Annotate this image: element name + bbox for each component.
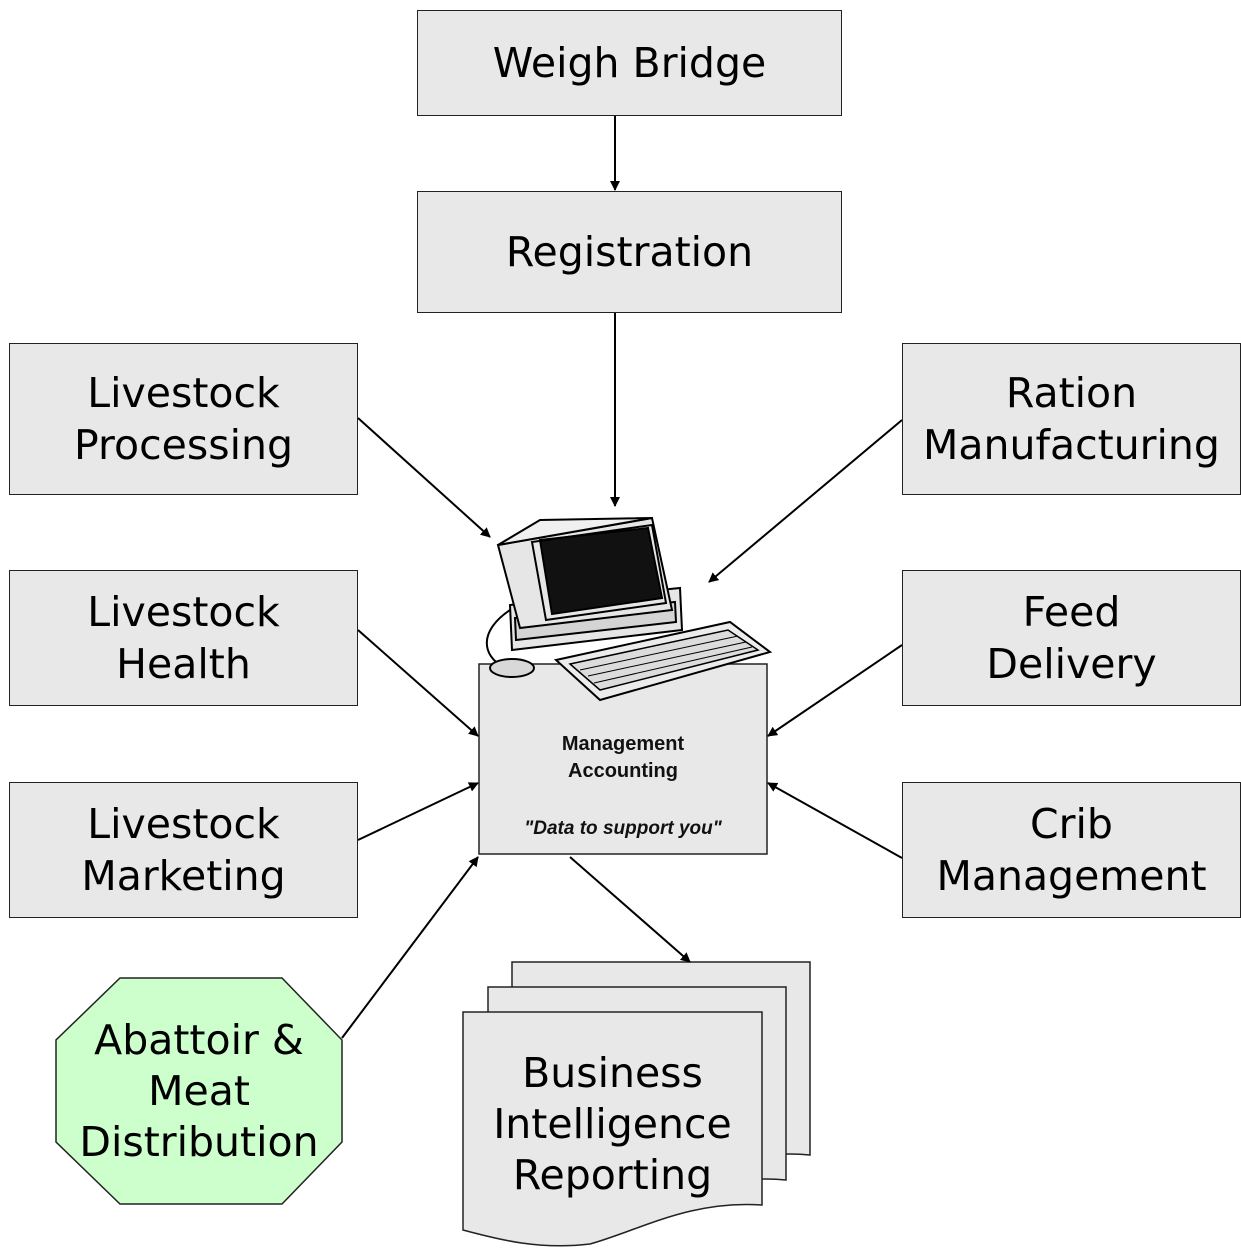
arrow-health-to-center <box>357 629 479 737</box>
management-accounting-tagline: "Data to support you" <box>524 818 722 839</box>
livestock-marketing-box: Livestock Marketing <box>9 782 358 918</box>
abattoir-octagon <box>55 977 343 1205</box>
feed-delivery-box: Feed Delivery <box>902 570 1241 706</box>
connector-arrows <box>341 116 903 1039</box>
arrow-center-to-reports <box>569 856 691 963</box>
registration-box: Registration <box>417 191 842 313</box>
management-accounting-title: Management Accounting <box>561 733 685 782</box>
business-intelligence-doc <box>462 1011 763 1247</box>
business-intelligence-doc-stack <box>462 961 811 1247</box>
abattoir-label: Abattoir & Meat Distribution <box>79 1016 319 1166</box>
livestock-processing-box: Livestock Processing <box>9 343 358 495</box>
arrow-crib-to-center <box>767 782 903 859</box>
arrow-marketing-to-center <box>357 782 479 841</box>
arrow-ration-to-center <box>708 419 903 583</box>
computer-icon <box>485 516 773 702</box>
livestock-health-box: Livestock Health <box>9 570 358 706</box>
business-intelligence-label: Business Intelligence Reporting <box>493 1049 732 1199</box>
ration-manufacturing-box: Ration Manufacturing <box>902 343 1241 495</box>
weigh-bridge-box: Weigh Bridge <box>417 10 842 116</box>
arrow-abattoir-to-center <box>341 856 479 1039</box>
arrow-processing-to-center <box>357 417 491 538</box>
crib-management-box: Crib Management <box>902 782 1241 918</box>
management-accounting-box <box>478 663 768 855</box>
arrow-feed-to-center <box>767 644 903 737</box>
